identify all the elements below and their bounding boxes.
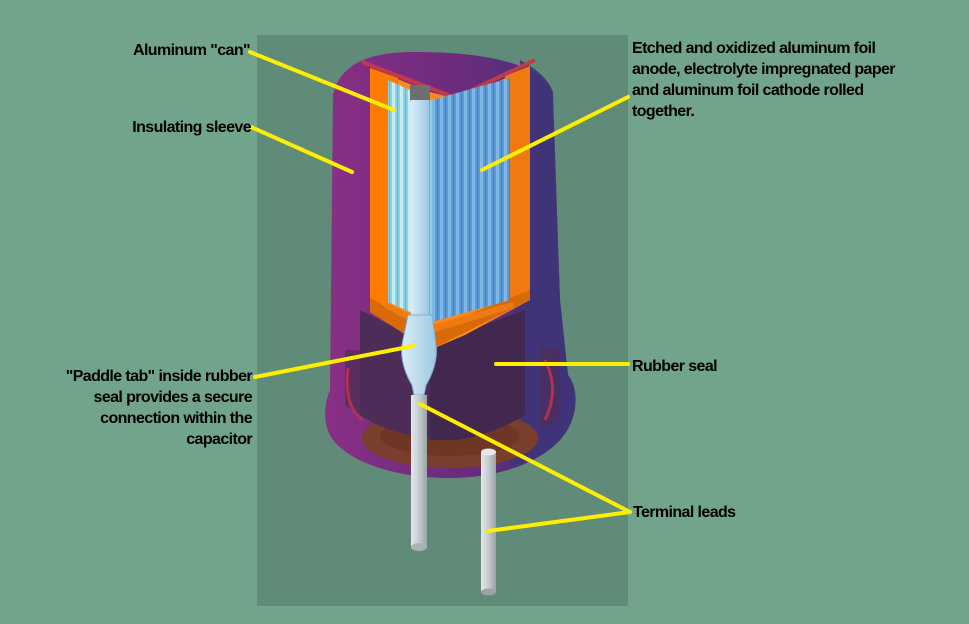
label-foil-roll-line-2: anode, electrolyte impregnated paper <box>632 61 896 78</box>
label-insulating-sleeve: Insulating sleeve <box>132 119 251 136</box>
label-foil-roll-line-4: together. <box>632 103 695 120</box>
label-paddle-tab-line-1: "Paddle tab" inside rubber <box>65 368 253 385</box>
label-aluminum-can: Aluminum "can" <box>132 42 251 59</box>
label-paddle-tab: "Paddle tab" inside rubber seal provides… <box>65 366 253 450</box>
label-foil-roll-line-1: Etched and oxidized aluminum foil <box>632 40 876 57</box>
label-foil-roll-line-3: and aluminum foil cathode rolled <box>632 82 864 99</box>
leader-lines <box>248 50 632 533</box>
label-foil-roll: Etched and oxidized aluminum foil anode,… <box>632 38 896 122</box>
terminal-lead-left <box>401 85 437 551</box>
leader-line-can <box>248 50 396 112</box>
label-paddle-tab-line-4: capacitor <box>186 431 252 448</box>
label-terminal-leads: Terminal leads <box>633 504 736 521</box>
terminal-lead-right <box>481 448 496 596</box>
leader-line-foil <box>480 95 630 172</box>
label-paddle-tab-line-3: connection within the <box>100 410 252 427</box>
leader-line-sleeve <box>249 125 354 174</box>
label-paddle-tab-line-2: seal provides a secure <box>93 389 253 406</box>
leader-line-paddle-tab <box>253 344 415 379</box>
foil-roll <box>385 78 513 333</box>
leader-line-lead-right <box>486 510 632 533</box>
label-rubber-seal: Rubber seal <box>632 358 718 375</box>
leader-line-lead-left <box>418 402 632 514</box>
